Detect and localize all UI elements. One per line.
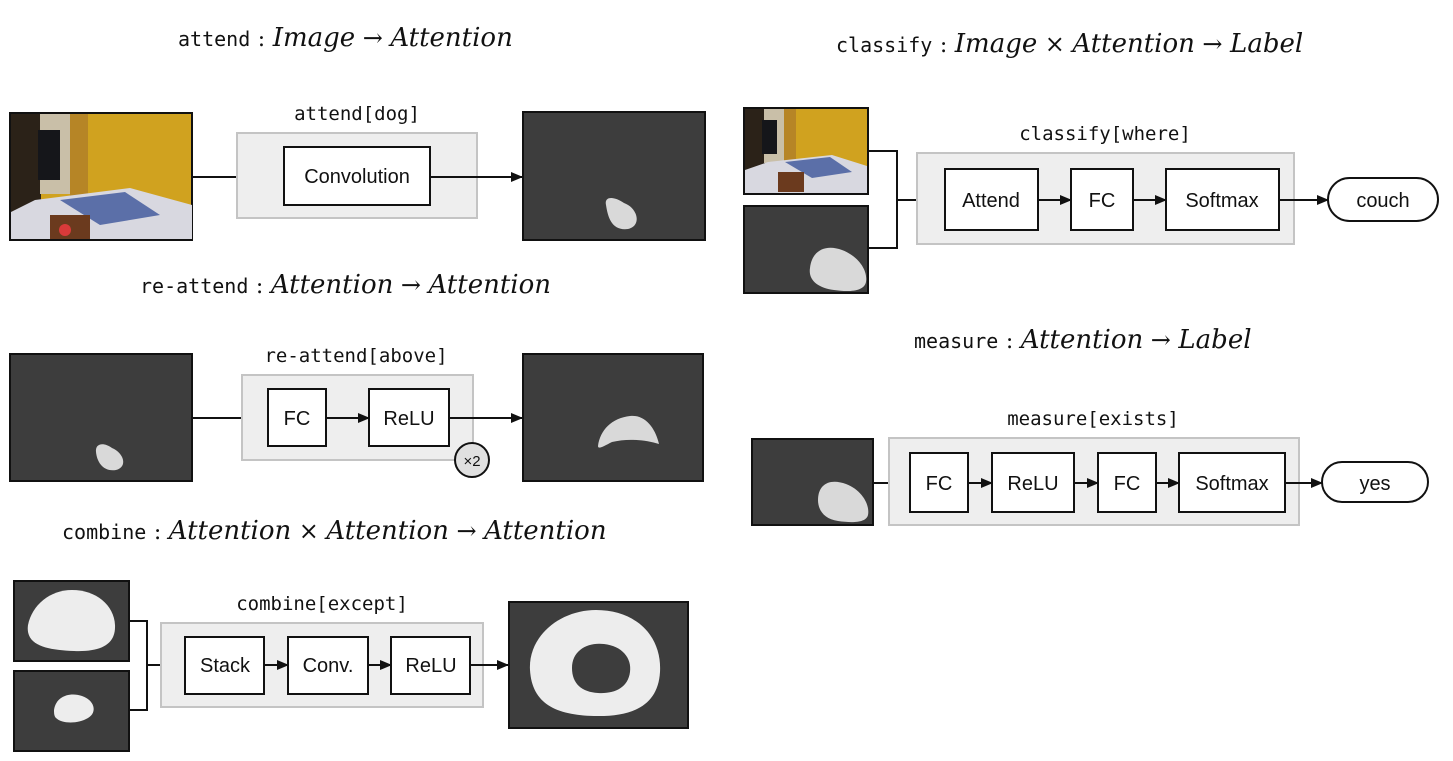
classify-module: classify[where] Attend FC Softmax couch bbox=[743, 107, 1439, 294]
reattend-signature: re-attend : Attention → Attention bbox=[140, 270, 551, 300]
reattend-fc-layer bbox=[267, 388, 327, 447]
classify-signature: classify : Image × Attention → Label bbox=[836, 29, 1304, 59]
combine-stack-layer bbox=[184, 636, 265, 695]
classify-softmax-layer bbox=[1165, 168, 1280, 231]
combine-input-map-2 bbox=[13, 670, 130, 752]
combine-module: combine[except] Stack Conv. ReLU bbox=[13, 580, 689, 752]
combine-signature: combine : Attention × Attention → Attent… bbox=[62, 516, 607, 546]
measure-fc-layer-2 bbox=[1097, 452, 1157, 513]
reattend-relu-label: ReLU bbox=[383, 408, 434, 430]
attend-input-photo bbox=[9, 112, 193, 241]
attend-convolution-layer bbox=[283, 146, 431, 206]
reattend-output-map bbox=[522, 353, 704, 482]
measure-output-pill bbox=[1321, 461, 1429, 503]
attend-instance-label: attend[dog] bbox=[294, 103, 420, 125]
measure-fc-label-2: FC bbox=[1114, 473, 1141, 495]
attend-convolution-label: Convolution bbox=[304, 166, 410, 188]
classify-input-map bbox=[743, 205, 869, 294]
measure-input-map bbox=[751, 438, 874, 526]
measure-fc-layer-1 bbox=[909, 452, 969, 513]
reattend-repeat-badge: ×2 bbox=[454, 442, 490, 478]
combine-relu-layer bbox=[390, 636, 471, 695]
measure-softmax-layer bbox=[1178, 452, 1286, 513]
classify-instance-label: classify[where] bbox=[1019, 123, 1191, 145]
classify-softmax-label: Softmax bbox=[1185, 190, 1258, 212]
combine-input-map-1 bbox=[13, 580, 130, 662]
combine-instance-label: combine[except] bbox=[236, 593, 408, 615]
measure-output-label: yes bbox=[1359, 473, 1390, 495]
measure-signature: measure : Attention → Label bbox=[914, 325, 1252, 355]
combine-output-map bbox=[508, 601, 689, 729]
classify-fc-label: FC bbox=[1089, 190, 1116, 212]
reattend-instance-label: re-attend[above] bbox=[264, 345, 447, 367]
combine-stack-label: Stack bbox=[200, 655, 251, 677]
classify-input-photo bbox=[743, 107, 869, 195]
attend-output-map bbox=[522, 111, 706, 241]
measure-instance-label: measure[exists] bbox=[1007, 408, 1179, 430]
measure-relu-label: ReLU bbox=[1007, 473, 1058, 495]
reattend-relu-layer bbox=[368, 388, 450, 447]
measure-relu-layer bbox=[991, 452, 1075, 513]
measure-module: measure[exists] FC ReLU FC Softmax yes bbox=[751, 408, 1429, 526]
reattend-module: re-attend[above] FC ReLU ×2 bbox=[9, 345, 704, 482]
svg-text:×2: ×2 bbox=[463, 453, 480, 470]
classify-attend-layer bbox=[944, 168, 1039, 231]
classify-output-pill bbox=[1327, 177, 1439, 222]
combine-conv-label: Conv. bbox=[303, 655, 354, 677]
classify-output-label: couch bbox=[1356, 190, 1409, 212]
classify-attend-label: Attend bbox=[962, 190, 1020, 212]
attend-signature: attend : Image → Attention bbox=[178, 23, 513, 53]
reattend-input-map bbox=[9, 353, 193, 482]
reattend-fc-label: FC bbox=[284, 408, 311, 430]
attend-module: attend[dog] Convolution bbox=[9, 103, 706, 241]
measure-softmax-label: Softmax bbox=[1195, 473, 1268, 495]
combine-relu-label: ReLU bbox=[405, 655, 456, 677]
measure-fc-label-1: FC bbox=[926, 473, 953, 495]
